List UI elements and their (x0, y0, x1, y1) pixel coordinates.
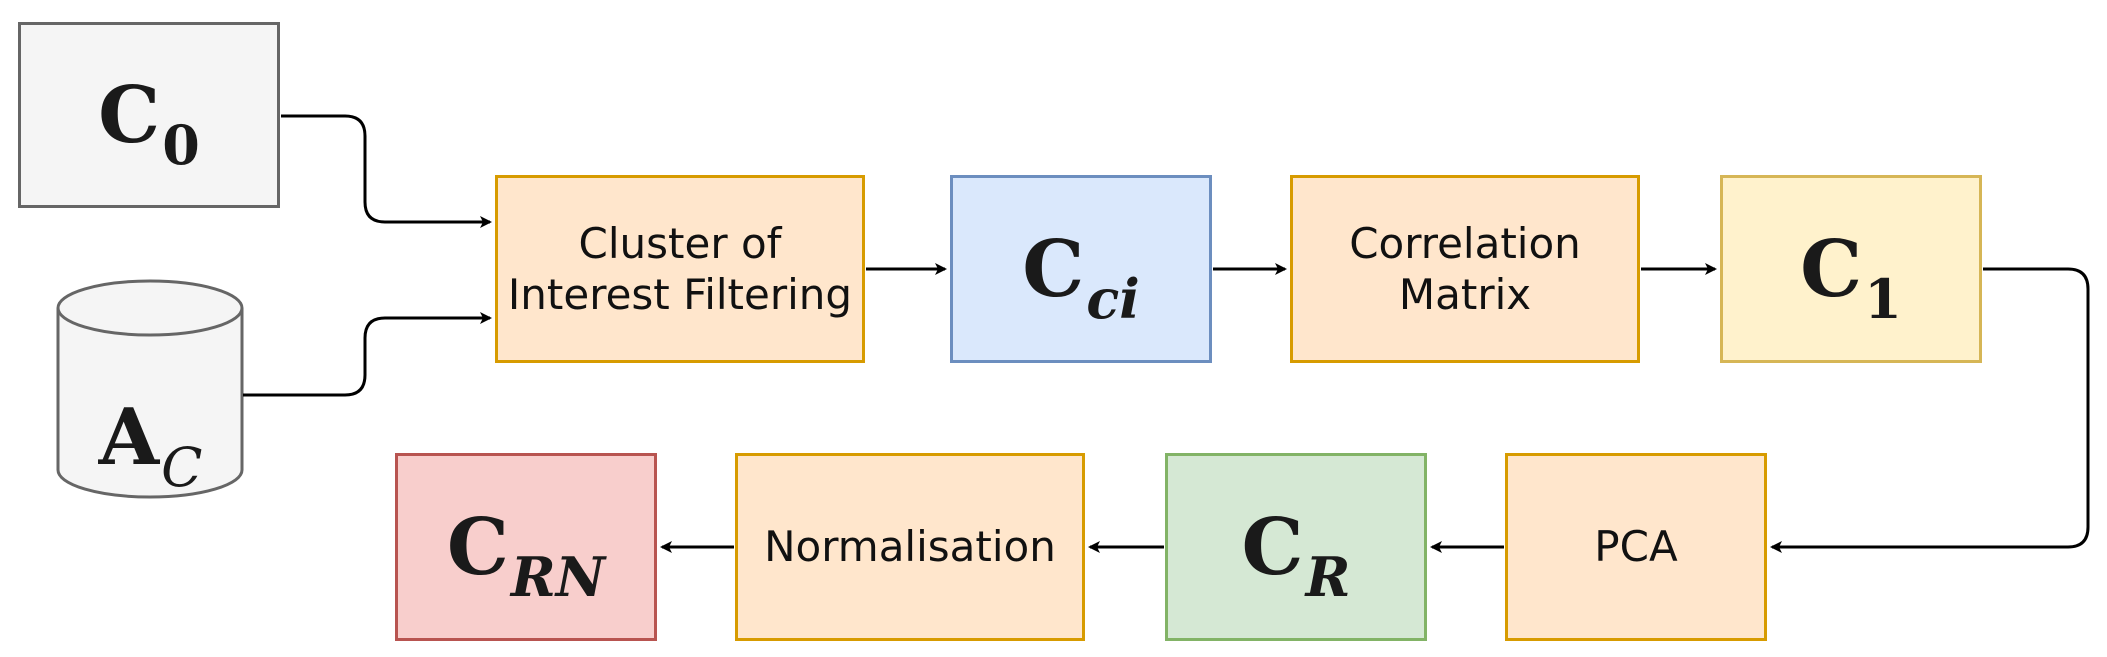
ac-symbol: AC (98, 391, 203, 499)
c1-symbol: C1 (1800, 223, 1902, 331)
cluster-filtering-node: Cluster of Interest Filtering (495, 175, 865, 363)
pca-node: PCA (1505, 453, 1767, 641)
cci-symbol: Cci (1022, 223, 1140, 331)
c0-node: C0 (18, 22, 280, 208)
edge-c0-to-cluster (281, 114, 492, 228)
normalisation-node: Normalisation (735, 453, 1085, 641)
cr-symbol: CR (1241, 501, 1351, 609)
correlation-matrix-label: Correlation Matrix (1349, 218, 1581, 319)
crn-node: CRN (395, 453, 657, 641)
c0-symbol: C0 (98, 69, 200, 177)
edge-ac-to-cluster (243, 312, 492, 397)
cci-node: Cci (950, 175, 1212, 363)
normalisation-label: Normalisation (764, 522, 1056, 572)
crn-symbol: CRN (446, 501, 606, 609)
ac-database-cylinder (56, 279, 244, 499)
pca-label: PCA (1594, 522, 1678, 572)
c1-node: C1 (1720, 175, 1982, 363)
cr-node: CR (1165, 453, 1427, 641)
cluster-filtering-label: Cluster of Interest Filtering (507, 218, 853, 319)
ac-node: AC (58, 382, 243, 499)
edge-c1-to-pca (1770, 267, 2090, 553)
correlation-matrix-node: Correlation Matrix (1290, 175, 1640, 363)
